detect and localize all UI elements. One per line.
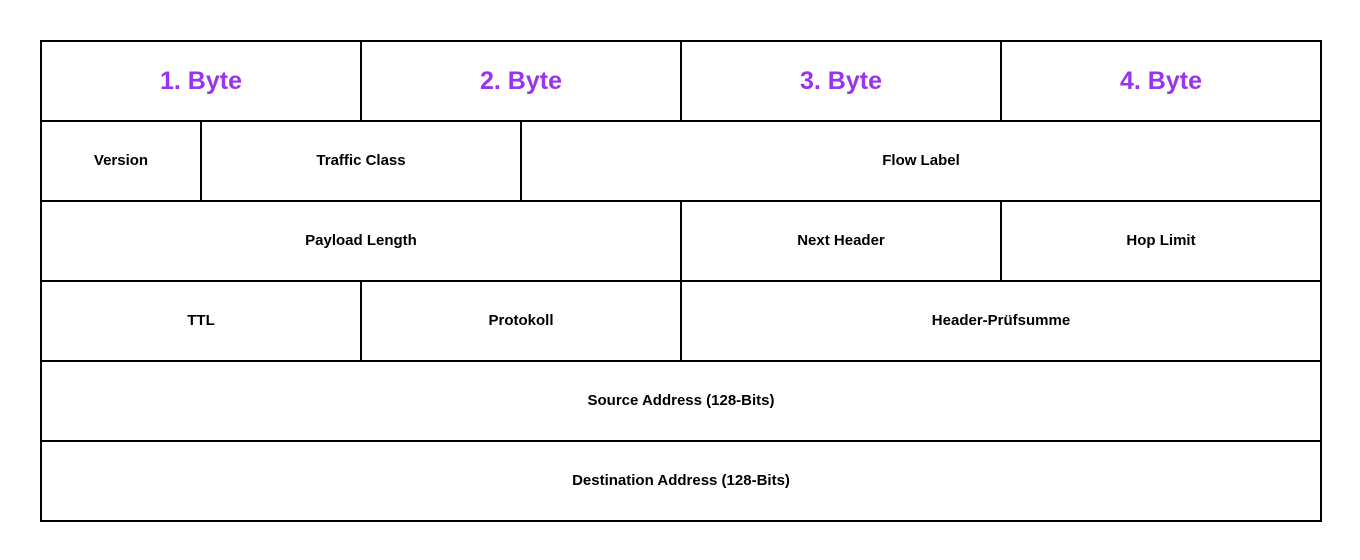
byte-header-2: 2. Byte: [362, 42, 682, 122]
byte-header-1: 1. Byte: [42, 42, 362, 122]
field-traffic-class: Traffic Class: [202, 122, 522, 202]
byte-header-3: 3. Byte: [682, 42, 1002, 122]
field-next-header: Next Header: [682, 202, 1002, 282]
field-protocol: Protokoll: [362, 282, 682, 362]
field-hop-limit: Hop Limit: [1002, 202, 1322, 282]
field-destination-address: Destination Address (128-Bits): [42, 442, 1322, 522]
field-header-checksum: Header-Prüfsumme: [682, 282, 1322, 362]
byte-header-4: 4. Byte: [1002, 42, 1322, 122]
ip-header-diagram: 1. Byte 2. Byte 3. Byte 4. Byte Version …: [40, 40, 1322, 522]
field-ttl: TTL: [42, 282, 362, 362]
field-source-address: Source Address (128-Bits): [42, 362, 1322, 442]
field-version: Version: [42, 122, 202, 202]
field-flow-label: Flow Label: [522, 122, 1322, 202]
field-payload-length: Payload Length: [42, 202, 682, 282]
